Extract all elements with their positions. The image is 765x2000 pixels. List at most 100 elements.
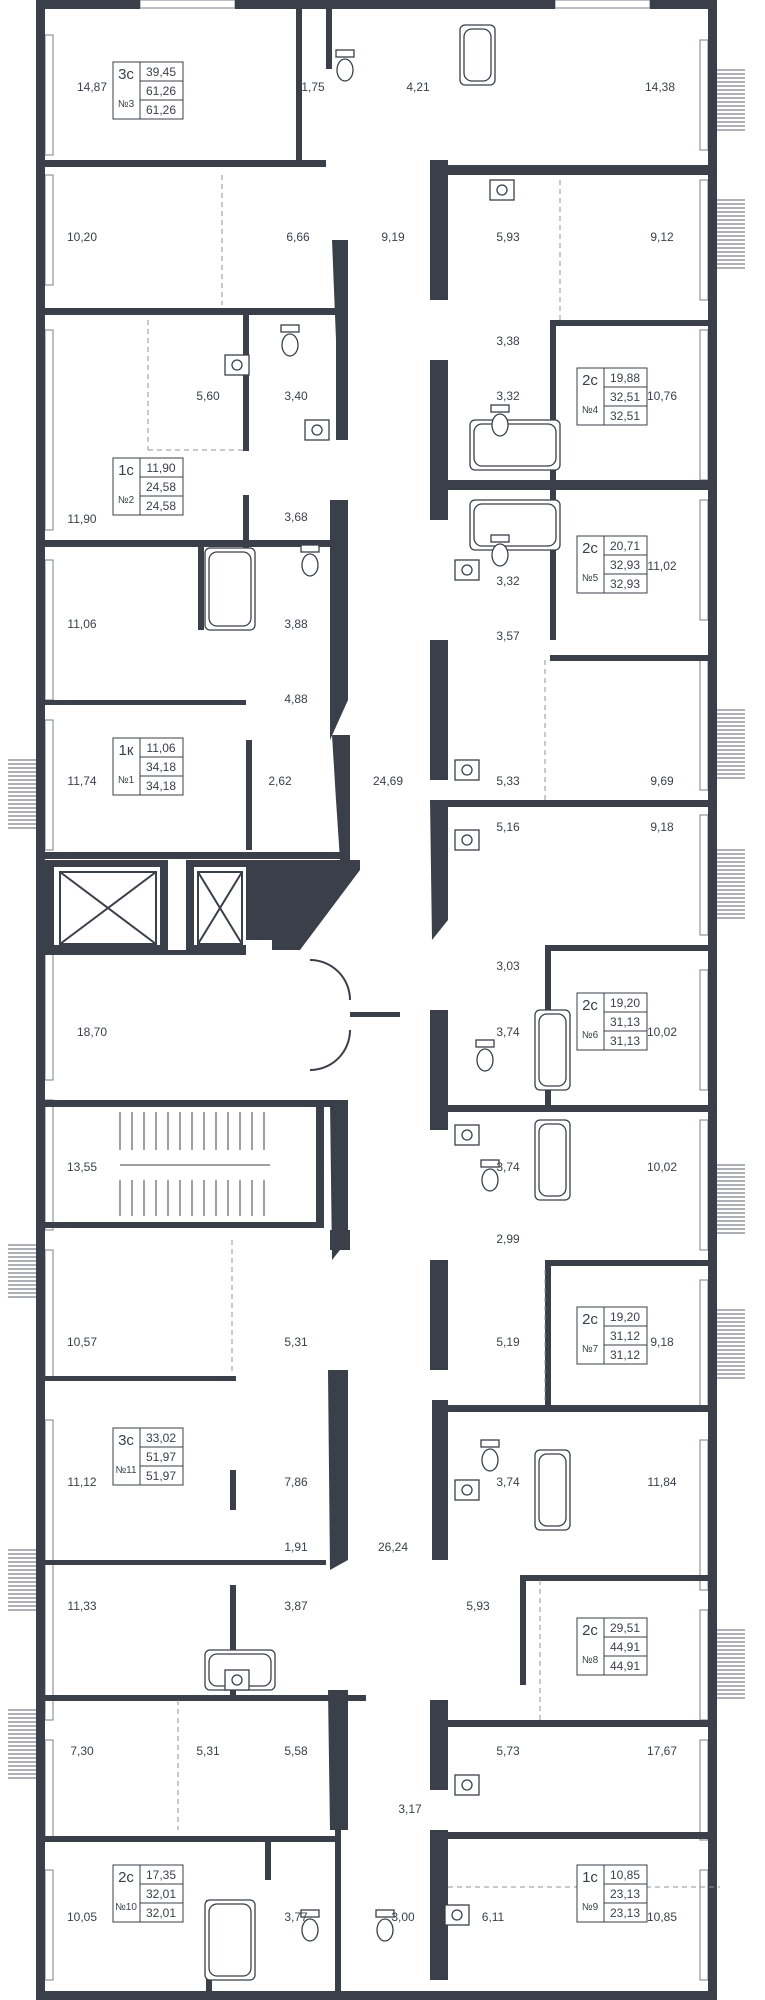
room-area: 6,11 <box>482 1910 505 1924</box>
apartment-number: №3 <box>118 99 135 110</box>
apartment-number: №2 <box>118 495 135 506</box>
outer-walls <box>36 0 717 2000</box>
room-area: 11,90 <box>67 512 96 526</box>
room-area: 5,19 <box>496 1335 520 1349</box>
room-area: 3,40 <box>284 389 308 403</box>
apartment-area-living: 39,45 <box>146 65 176 79</box>
apartment-area-living: 20,71 <box>610 539 640 553</box>
central-shafts <box>246 160 448 1980</box>
apartment-type: 1к <box>119 742 134 759</box>
room-area: 3,38 <box>496 334 520 348</box>
apartment-area-total2: 51,97 <box>146 1469 176 1483</box>
room-area: 5,58 <box>284 1744 308 1758</box>
room-area: 9,69 <box>650 774 674 788</box>
apartment-area-total: 23,13 <box>610 1887 640 1901</box>
apartment-area-total: 32,51 <box>610 390 640 404</box>
room-area: 9,18 <box>650 820 674 834</box>
room-area: 6,66 <box>286 230 310 244</box>
apartment-type: 2с <box>582 1622 598 1639</box>
apartment-area-total2: 44,91 <box>610 1659 640 1673</box>
apartment-number: №10 <box>115 1902 137 1913</box>
room-area: 3,77 <box>284 1910 308 1924</box>
apartment-area-living: 17,35 <box>146 1868 176 1882</box>
sink <box>444 1904 470 1926</box>
bathroom-fixtures <box>204 24 571 1981</box>
apartment-area-living: 11,90 <box>146 461 175 475</box>
room-area: 26,24 <box>378 1540 408 1554</box>
right-windows <box>699 39 709 1981</box>
apartment-area-total: 24,58 <box>146 480 176 494</box>
balcony <box>717 709 745 779</box>
room-area: 24,69 <box>373 774 403 788</box>
sink <box>454 1774 480 1796</box>
apartment-type: 2с <box>582 997 598 1014</box>
room-area: 10,85 <box>647 1910 677 1924</box>
room-area: 4,88 <box>284 692 308 706</box>
bathtub <box>469 419 561 471</box>
apartment-area-living: 19,88 <box>610 371 640 385</box>
room-area: 3,88 <box>284 617 308 631</box>
room-area: 5,93 <box>466 1599 490 1613</box>
entrance-door[interactable] <box>309 959 400 1071</box>
room-area: 11,33 <box>67 1599 96 1613</box>
room-area: 13,55 <box>67 1160 97 1174</box>
sink <box>224 354 250 376</box>
sink <box>489 179 515 201</box>
apartment-area-total2: 31,13 <box>610 1034 640 1048</box>
bathtub <box>534 1009 571 1091</box>
apartment-area-living: 29,51 <box>610 1621 640 1635</box>
room-area: 9,18 <box>650 1335 674 1349</box>
left-windows <box>44 34 54 1981</box>
room-area: 5,33 <box>496 774 520 788</box>
apartment-area-total: 32,01 <box>146 1887 176 1901</box>
balcony <box>717 1629 745 1699</box>
apartment-number: №7 <box>582 1344 599 1355</box>
room-area: 11,74 <box>67 774 96 788</box>
apartment-type: 2с <box>582 540 598 557</box>
room-area: 1,75 <box>301 80 325 94</box>
room-area: 18,70 <box>77 1025 107 1039</box>
bathtub <box>204 547 256 631</box>
bathtub <box>204 1899 256 1981</box>
room-area: 14,38 <box>645 80 675 94</box>
room-area: 11,12 <box>67 1475 96 1489</box>
room-area: 5,31 <box>284 1335 308 1349</box>
room-area: 5,60 <box>196 389 220 403</box>
room-area: 14,87 <box>77 80 107 94</box>
room-area: 10,02 <box>647 1025 677 1039</box>
balcony <box>8 759 36 829</box>
bathtub <box>469 499 561 551</box>
room-area: 11,06 <box>67 617 96 631</box>
apartment-area-total: 34,18 <box>146 760 176 774</box>
apartment-area-total2: 61,26 <box>146 103 176 117</box>
apartment-number: №9 <box>582 1902 599 1913</box>
room-area: 10,20 <box>67 230 97 244</box>
sink <box>454 1479 480 1501</box>
room-area: 3,68 <box>284 510 308 524</box>
room-area: 3,32 <box>496 574 520 588</box>
apartment-area-total2: 31,12 <box>610 1348 640 1362</box>
bathtub <box>534 1449 571 1531</box>
sink <box>454 559 480 581</box>
apartment-area-total: 31,13 <box>610 1015 640 1029</box>
toilet <box>475 1039 495 1072</box>
apartment-labels: 3с№339,4561,2661,261с№211,9024,5824,581к… <box>112 61 648 1923</box>
top-window-right <box>554 0 651 9</box>
room-area: 7,30 <box>70 1744 94 1758</box>
room-labels: 14,87 1,75 4,21 14,38 10,20 6,66 9,19 5,… <box>67 80 677 1924</box>
apartment-type: 1с <box>582 1869 598 1886</box>
apartment-area-total: 51,97 <box>146 1450 176 1464</box>
toilet <box>375 1909 395 1942</box>
bathtub <box>534 1119 571 1201</box>
room-area: 5,73 <box>496 1744 520 1758</box>
balcony <box>717 1164 745 1234</box>
apartment-number: №8 <box>582 1655 599 1666</box>
apartment-number: №11 <box>115 1465 137 1476</box>
apartment-area-living: 10,85 <box>610 1868 640 1882</box>
sink <box>224 1669 250 1691</box>
